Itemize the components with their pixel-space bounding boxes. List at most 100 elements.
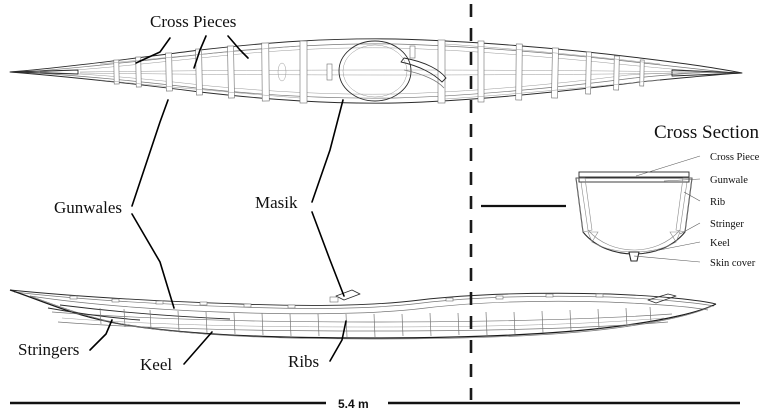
rib — [457, 312, 460, 336]
stringer-upper — [51, 311, 673, 323]
rib — [541, 310, 544, 334]
leader-cross-pieces-1 — [135, 37, 171, 64]
cross-piece — [585, 51, 592, 95]
label-xsec-skin-cover: Skin cover — [710, 258, 756, 269]
label-xsec-rib: Rib — [710, 197, 725, 208]
rib — [485, 311, 488, 336]
xsec-gunwale — [578, 177, 690, 183]
cross-piece — [551, 47, 559, 99]
rib — [345, 313, 348, 338]
cross-piece — [613, 55, 620, 91]
cross-section-title: Cross Section — [654, 122, 760, 143]
stringer-lower — [57, 321, 669, 332]
cross-piece — [299, 40, 308, 104]
xsec-rib — [580, 181, 688, 251]
rib — [261, 312, 264, 336]
label-xsec-stringer: Stringer — [710, 219, 744, 230]
xsec-cross-piece — [578, 171, 690, 178]
cockpit-coaming-inner — [342, 44, 408, 98]
label-masik: Masik — [255, 193, 298, 212]
label-cross-pieces: Cross Pieces — [150, 12, 236, 31]
leader-cross-pieces-2 — [193, 35, 207, 69]
deck-tick — [199, 301, 208, 306]
rib — [205, 311, 208, 334]
stringer-middle — [61, 317, 665, 328]
xsec-keel — [628, 251, 640, 262]
rib — [649, 306, 652, 324]
xsec-side-right — [675, 177, 693, 233]
masik-profile — [335, 289, 361, 301]
rib — [513, 311, 516, 335]
ribs-group — [99, 306, 652, 338]
label-keel: Keel — [140, 355, 172, 374]
cross-piece — [227, 45, 235, 99]
cross-piece — [261, 42, 270, 102]
cross-piece — [135, 56, 142, 88]
cross-pieces-group — [113, 39, 645, 104]
deck-tick — [243, 303, 252, 308]
sheer-line — [9, 289, 717, 306]
masik-beam — [400, 57, 447, 83]
rib — [401, 313, 404, 337]
bilge-stringer-fore — [47, 307, 141, 321]
deck-stringer — [444, 79, 661, 100]
cross-piece — [477, 40, 485, 103]
leader-gunwales-top — [131, 99, 169, 207]
rib — [123, 308, 126, 328]
cross-piece — [437, 39, 446, 104]
cross-piece — [639, 59, 645, 87]
deck-tick — [111, 298, 120, 303]
leader-masik-top — [311, 99, 344, 203]
deck-stringer — [444, 43, 661, 65]
stern-deck-detail — [647, 293, 677, 304]
rib — [317, 313, 320, 337]
rib — [177, 310, 180, 332]
cockpit-coaming-outer — [338, 40, 412, 102]
rib — [233, 312, 236, 335]
xsec-stringer-right — [669, 231, 681, 243]
rib — [429, 312, 432, 337]
rib — [373, 313, 376, 338]
rib — [99, 307, 102, 325]
gunwale-inner-left — [39, 47, 727, 74]
deck-edge-upper — [9, 38, 743, 74]
gunwale-inner-right — [39, 71, 727, 95]
sheer-line-secondary — [13, 291, 715, 309]
xsec-side-left — [575, 177, 593, 233]
xsec-stringer-left — [587, 231, 599, 243]
label-xsec-gunwale: Gunwale — [710, 175, 748, 186]
kayak-frame-side-view — [9, 289, 717, 340]
leader-rib — [683, 191, 701, 202]
deck-tick — [545, 293, 554, 298]
deck-tick — [495, 295, 504, 300]
deck-fitting — [409, 45, 416, 59]
leader-stringer — [679, 222, 701, 235]
bilge-stringer-fore2 — [59, 304, 231, 320]
rib — [625, 307, 628, 328]
leader-cross-pieces-3 — [227, 35, 249, 59]
gunwale-lower-rail — [29, 295, 709, 315]
scale-label: 5.4 m — [338, 397, 369, 411]
deck-fitting — [326, 63, 333, 81]
label-stringers: Stringers — [18, 340, 79, 359]
leader-keel — [183, 331, 213, 365]
cross-piece — [113, 59, 120, 85]
leader-gunwales-side — [131, 213, 175, 309]
bow-tip-left — [9, 69, 79, 75]
deck-ticks-group — [69, 293, 604, 309]
leader-stringers — [89, 319, 113, 351]
label-gunwales: Gunwales — [54, 198, 122, 217]
rib — [569, 309, 572, 332]
deck-stringer — [99, 79, 301, 99]
cross-piece — [195, 48, 203, 96]
deck-tick — [445, 297, 454, 302]
rib — [597, 308, 600, 330]
rib — [149, 309, 152, 330]
deck-tick — [155, 300, 164, 305]
leader-masik-side — [311, 211, 345, 297]
cross-section-detail — [575, 171, 693, 262]
label-ribs: Ribs — [288, 352, 319, 371]
deck-stringer — [99, 45, 301, 65]
